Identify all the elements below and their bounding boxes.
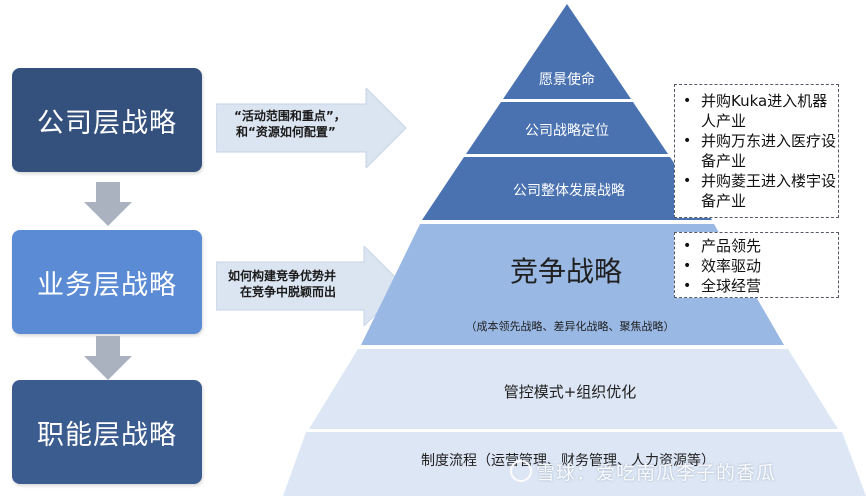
business-arrow-text: 如何构建竞争优势并 在竞争中脱颖而出: [228, 268, 336, 300]
corporate-arrow-text-line1: “活动范围和重点”，: [234, 109, 346, 123]
business-level-label: 业务层战略: [37, 269, 177, 301]
competitive-point-item: 产品领先: [675, 236, 838, 256]
business-arrow-text-line2: 在竞争中脱颖而出: [240, 285, 337, 299]
competitive-point-item: 全球经营: [675, 276, 838, 296]
pyramid-tier-overall-development: [422, 157, 712, 220]
corporate-arrow-text: “活动范围和重点”， 和“资源如何配置”: [234, 108, 346, 140]
right-arrow-icon: [216, 88, 406, 168]
watermark: 雪球：爱吃南瓜李子的香瓜: [510, 458, 776, 485]
pyramid-overall-development-label: 公司整体发展战略: [513, 183, 625, 199]
pyramid-process-label: 制度流程（运营管理、财务管理、人力资源等）: [421, 453, 715, 469]
acquisition-item: 并购Kuka进入机器人产业: [675, 91, 838, 131]
pyramid-tier-control: [309, 349, 838, 429]
competitive-points-box: 产品领先 效率驱动 全球经营: [674, 232, 839, 298]
down-arrow-icon: [84, 336, 132, 380]
pyramid-tier-positioning: [466, 102, 668, 154]
down-arrow-icon: [84, 182, 132, 226]
pyramid-positioning-label: 公司战略定位: [525, 123, 609, 139]
corporate-level-box: 公司层战略: [12, 68, 202, 172]
competitive-point-item: 效率驱动: [675, 256, 838, 276]
pyramid-competitive-label: 竞争战略: [509, 255, 623, 288]
snowball-logo-icon: [510, 460, 532, 482]
business-level-box: 业务层战略: [12, 230, 202, 334]
pyramid-vision-label: 愿景使命: [539, 72, 595, 88]
pyramid-competitive-sub-label: （成本领先战略、差异化战略、聚焦战略）: [465, 320, 675, 333]
pyramid-tier-vision: [503, 4, 631, 99]
functional-level-box: 职能层战略: [12, 380, 202, 484]
pyramid-tier-process: [283, 432, 866, 496]
acquisitions-box: 并购Kuka进入机器人产业 并购万东进入医疗设备产业 并购菱王进入楼宇设备产业: [674, 84, 839, 218]
functional-level-label: 职能层战略: [37, 419, 177, 451]
acquisition-item: 并购万东进入医疗设备产业: [675, 131, 838, 171]
acquisition-item: 并购菱王进入楼宇设备产业: [675, 171, 838, 211]
corporate-level-label: 公司层战略: [37, 107, 177, 139]
business-arrow-text-line1: 如何构建竞争优势并: [228, 269, 337, 283]
watermark-text: 雪球：爱吃南瓜李子的香瓜: [536, 462, 777, 484]
corporate-arrow-text-line2: 和“资源如何配置”: [236, 125, 336, 139]
pyramid-control-label: 管控模式+组织优化: [503, 383, 637, 401]
